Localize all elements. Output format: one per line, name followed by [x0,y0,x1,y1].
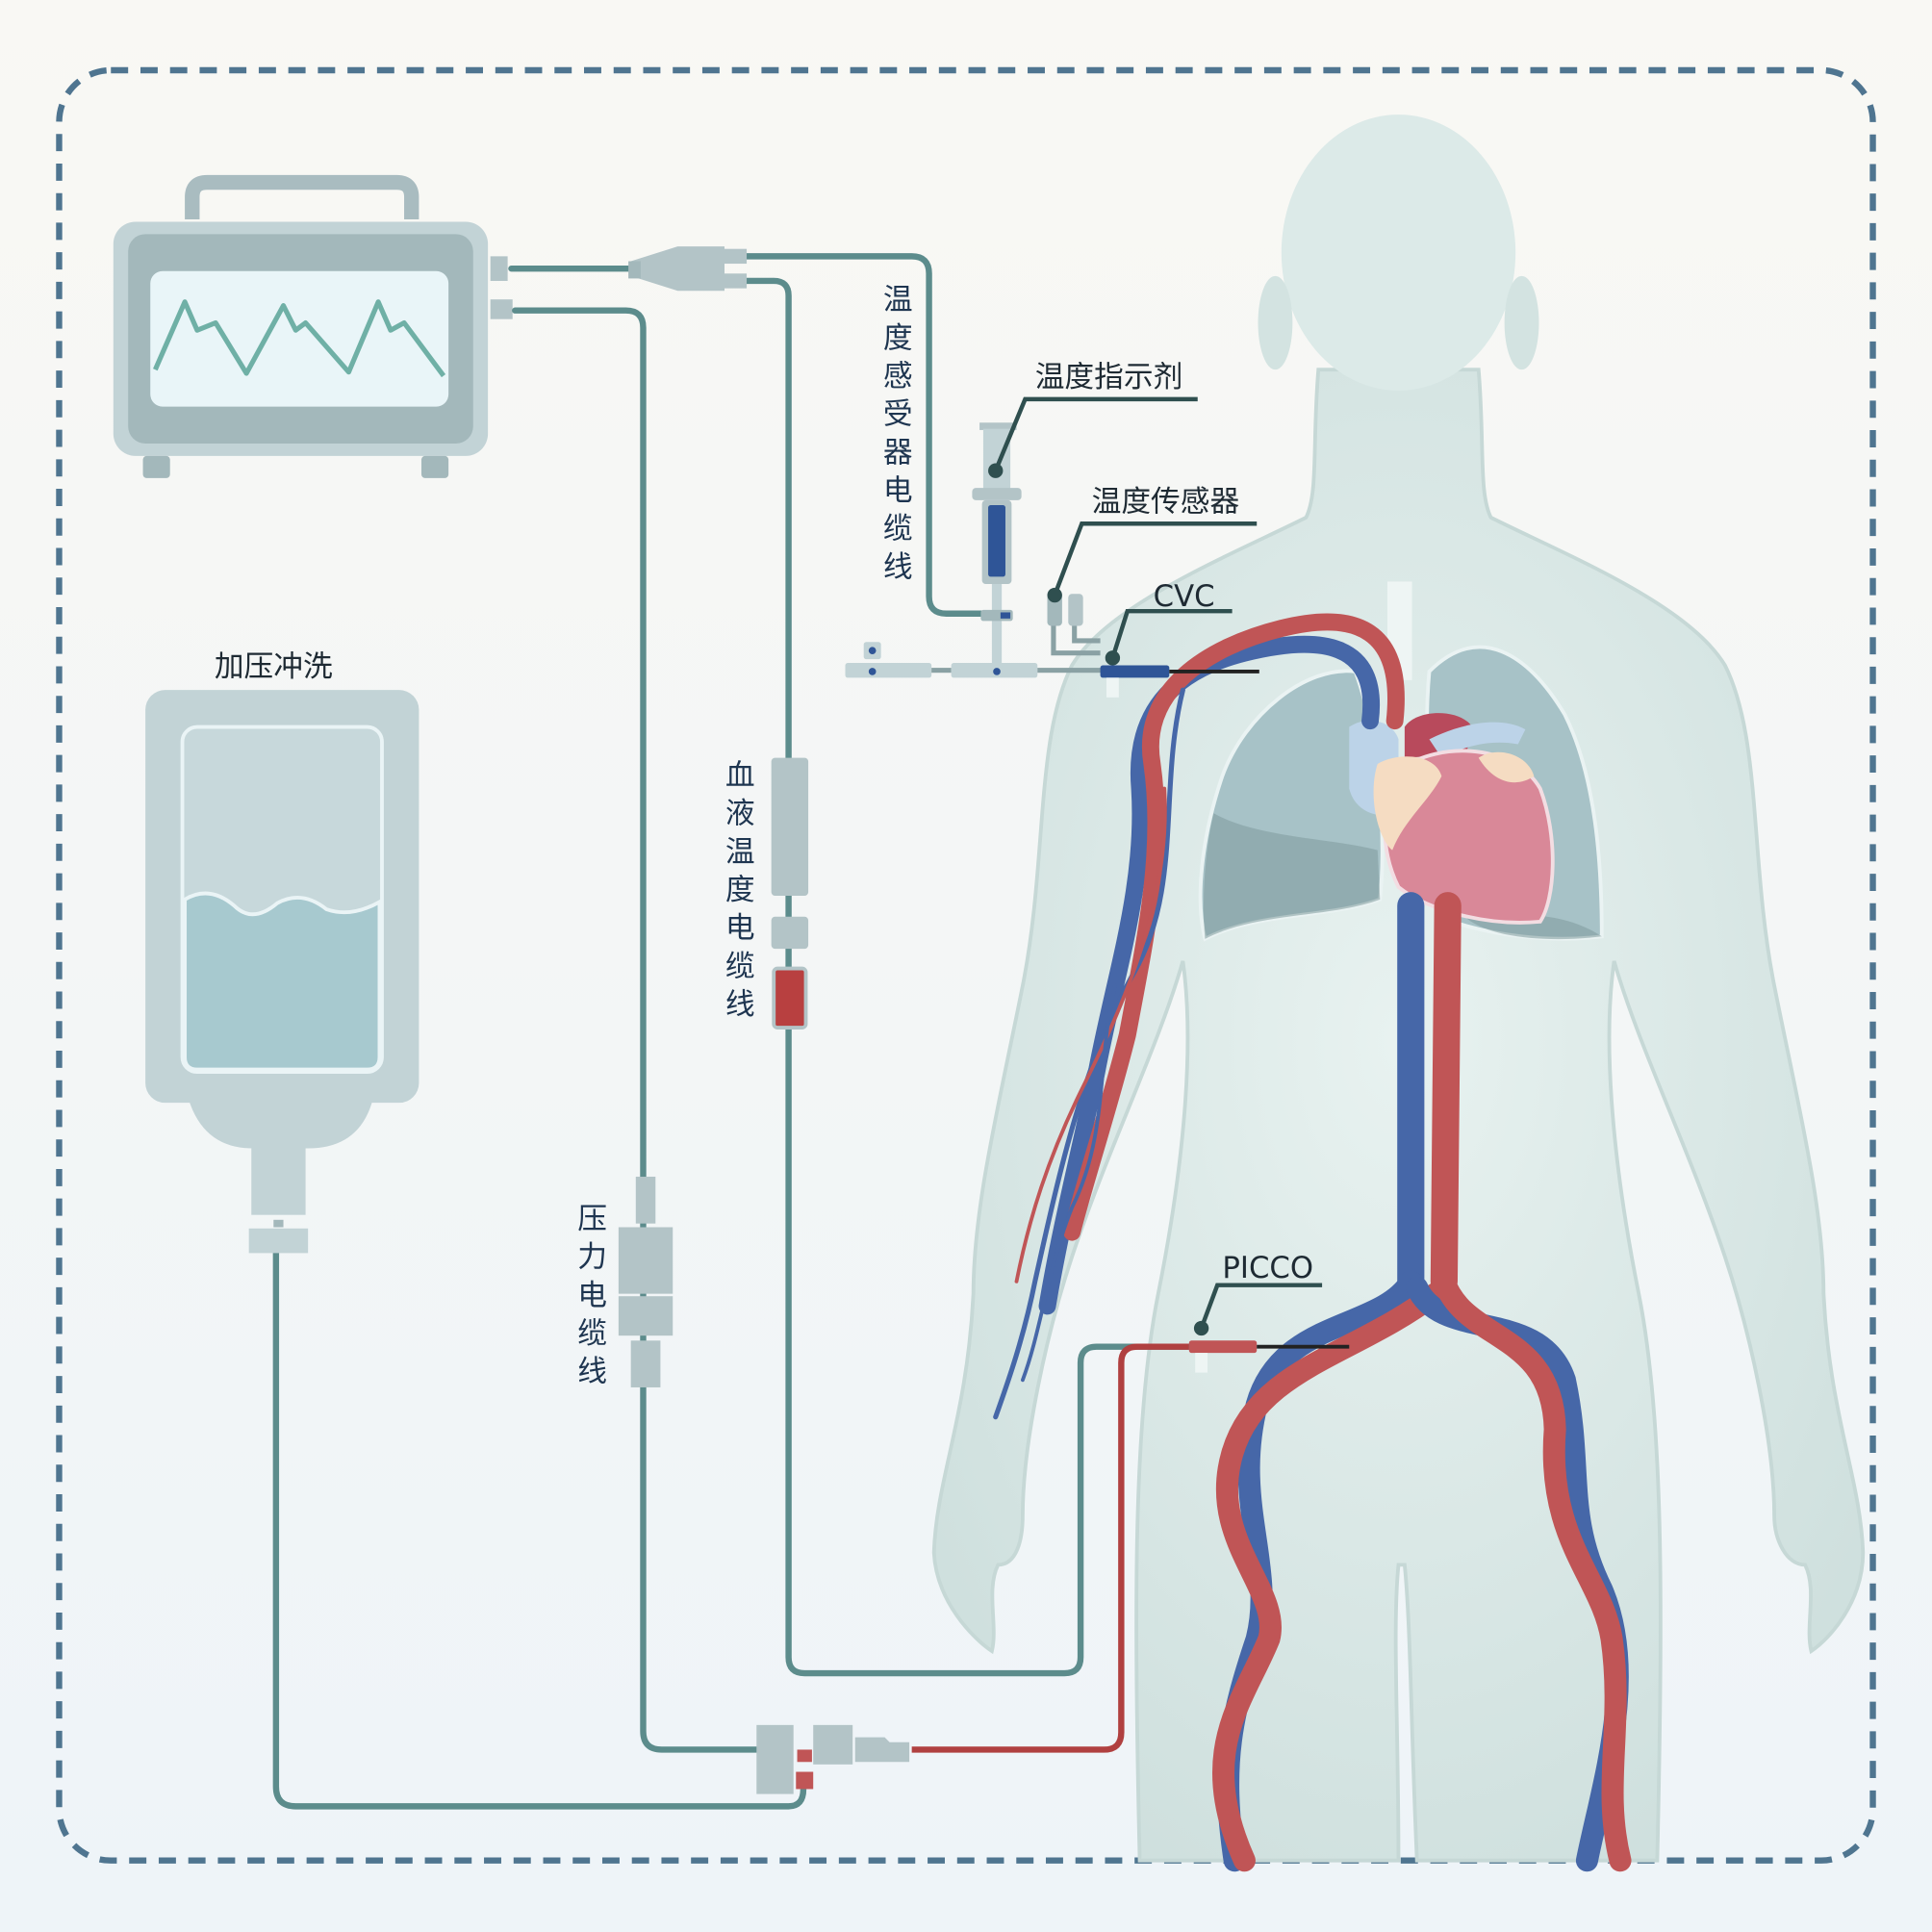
label-cvc: CVC [1154,579,1215,614]
monitor [113,174,513,478]
bag-fluid [183,891,382,1072]
blood-vessels [993,613,1632,1872]
right-ear [1504,275,1539,370]
left-ear [1258,275,1293,370]
label-blood-temp-cable: 血液温度电缆线 [720,759,754,1027]
pressure-transducer [618,1176,674,1387]
blood-temperature-components [771,757,809,1030]
picco-catheter [1188,1340,1258,1354]
heart [1349,713,1555,925]
label-pressurized-flush: 加压冲洗 [215,649,333,684]
label-temp-sensor: 温度传感器 [1092,484,1240,519]
connector [630,246,724,292]
monitor-handle [185,174,419,219]
label-temp-sensor-cable: 温度感受器电缆线 [877,284,912,590]
tubing [272,246,1192,1810]
stopcock-assembly [756,1724,910,1794]
dashed-border [56,66,1876,1864]
leader-lines [988,396,1323,1336]
syringe [972,422,1022,666]
label-temp-indicator: 温度指示剂 [1035,360,1183,394]
waveform [153,299,446,378]
head [1281,114,1516,391]
cvc-catheter [1100,665,1170,678]
label-picco: PICCO [1222,1251,1313,1285]
monitor-screen [150,270,449,407]
pressurized-flush-bag [145,690,419,1254]
label-pressure-cable: 压力电缆线 [572,1203,606,1393]
